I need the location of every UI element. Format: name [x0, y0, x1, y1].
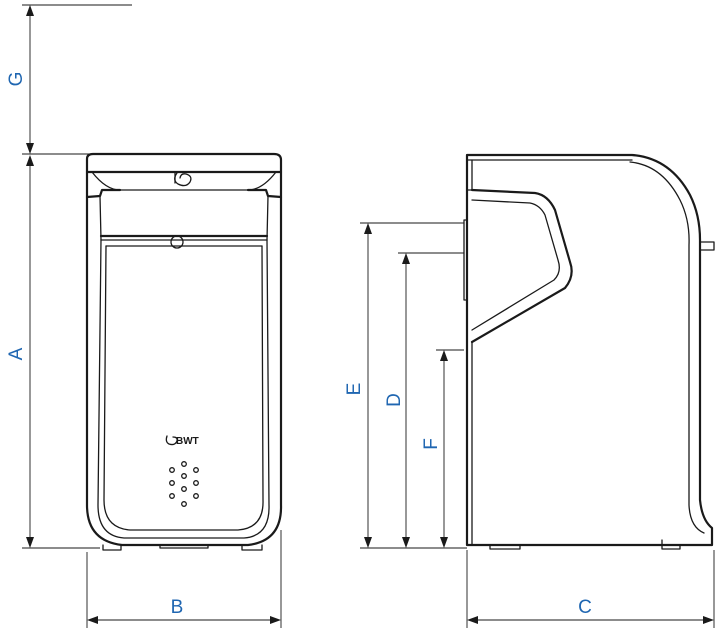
dimension-d: D: [384, 252, 464, 548]
dot-grid: [169, 461, 199, 507]
front-view: BWT: [85, 152, 283, 551]
label-a: A: [6, 347, 27, 360]
dimension-e: E: [344, 222, 467, 549]
bwt-brand-logo: BWT: [165, 435, 199, 447]
label-d: D: [384, 393, 405, 407]
dimension-a: A: [6, 155, 100, 549]
brand-text: BWT: [176, 436, 199, 447]
dimension-g: G: [6, 4, 150, 155]
dimension-f: F: [421, 349, 464, 548]
dimension-c: C: [466, 550, 715, 628]
label-g: G: [6, 72, 27, 87]
label-f: F: [421, 438, 442, 450]
label-b: B: [171, 597, 184, 618]
bwt-logo-icon: [174, 171, 192, 187]
side-view: [463, 153, 715, 550]
label-e: E: [344, 383, 365, 396]
dimension-b: B: [86, 530, 282, 628]
label-c: C: [578, 597, 592, 618]
